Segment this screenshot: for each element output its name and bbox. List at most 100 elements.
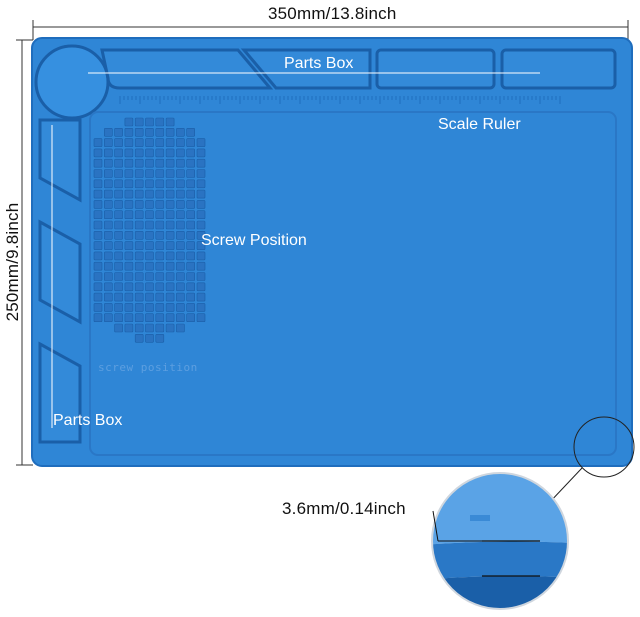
screw-grid-cell [134, 241, 144, 250]
screw-grid-cell [114, 128, 123, 137]
screw-grid-cell [104, 220, 113, 230]
screw-grid-cell [114, 158, 123, 168]
screw-grid-cell [196, 241, 206, 250]
screw-grid-cell [145, 138, 154, 147]
screw-grid-cell [155, 282, 165, 292]
screw-grid-cell [155, 210, 165, 219]
screw-grid-cell [196, 210, 206, 219]
scale-ruler [119, 96, 561, 104]
screw-grid-cell [165, 323, 175, 333]
screw-grid-cell [155, 220, 165, 230]
screw-grid-cell [134, 231, 144, 240]
screw-grid-cell [155, 158, 165, 168]
screw-grid-cell [165, 220, 175, 230]
screw-grid-cell [196, 251, 206, 261]
screw-grid-cell [93, 292, 103, 302]
round-bowl [34, 44, 110, 120]
screw-grid-cell [134, 251, 144, 261]
screw-grid-cell [186, 282, 195, 292]
screw-grid-cell [124, 313, 134, 323]
screw-grid-cell [104, 169, 113, 178]
screw-grid-cell [145, 200, 154, 209]
screw-grid-cell [114, 138, 123, 147]
screw-grid-cell [155, 292, 165, 302]
screw-grid-cell [93, 200, 103, 209]
screw-grid-cell [124, 251, 134, 261]
screw-grid-cell [114, 272, 123, 281]
screw-grid-cell [176, 148, 185, 158]
screw-grid-cell [134, 169, 144, 178]
screw-grid-cell [196, 303, 206, 312]
screw-grid-cell [155, 272, 165, 281]
screw-grid-cell [155, 313, 165, 323]
screw-grid-cell [186, 241, 195, 250]
screw-grid-cell [165, 251, 175, 261]
thickness-label: 3.6mm/0.14inch [282, 499, 406, 518]
screw-grid-cell [145, 158, 154, 168]
screw-grid-cell [196, 231, 206, 240]
screw-grid-cell [114, 313, 123, 323]
screw-grid-cell [186, 251, 195, 261]
engraved-screw-position-text: screw position [98, 361, 198, 374]
screw-grid-cell [176, 220, 185, 230]
screw-grid-cell [165, 210, 175, 219]
screw-grid-cell [114, 189, 123, 199]
screw-grid-cell [176, 231, 185, 240]
screw-grid-cell [176, 241, 185, 250]
screw-grid-cell [93, 138, 103, 147]
screw-grid-cell [186, 169, 195, 178]
screw-grid-cell [124, 179, 134, 189]
screw-grid-cell [186, 179, 195, 189]
screw-grid-cell [186, 231, 195, 240]
screw-grid-cell [155, 138, 165, 147]
screw-grid-cell [93, 251, 103, 261]
screw-grid-cell [93, 179, 103, 189]
screw-grid-cell [176, 138, 185, 147]
screw-grid-cell [134, 128, 144, 137]
screw-grid-cell [134, 261, 144, 271]
screw-grid-cell [134, 179, 144, 189]
screw-grid-cell [93, 241, 103, 250]
screw-grid-cell [155, 241, 165, 250]
screw-grid-cell [196, 292, 206, 302]
screw-grid-cell [165, 200, 175, 209]
screw-grid-cell [165, 138, 175, 147]
screw-grid-cell [134, 210, 144, 219]
screw-grid-cell [104, 158, 113, 168]
screw-grid-cell [145, 169, 154, 178]
screw-grid-cell [145, 333, 154, 343]
height-label: 250mm/9.8inch [3, 202, 22, 322]
screw-grid-cell [124, 128, 134, 137]
screw-grid-cell [124, 220, 134, 230]
screw-grid-cell [114, 210, 123, 219]
screw-grid-cell [176, 189, 185, 199]
screw-grid-cell [145, 128, 154, 137]
screw-grid-cell [134, 313, 144, 323]
width-dimension-line [32, 20, 629, 40]
screw-grid-cell [93, 148, 103, 158]
screw-grid-cell [186, 138, 195, 147]
screw-grid-cell [196, 220, 206, 230]
screw-grid-cell [176, 323, 185, 333]
screw-grid-cell [93, 210, 103, 219]
screw-grid-cell [196, 272, 206, 281]
screw-grid-cell [124, 272, 134, 281]
screw-grid-cell [165, 128, 175, 137]
screw-grid-cell [93, 303, 103, 312]
screw-grid-cell [104, 179, 113, 189]
screw-grid-cell [145, 313, 154, 323]
screw-grid-cell [176, 272, 185, 281]
screw-grid-cell [196, 148, 206, 158]
parts-box-top-label: Parts Box [284, 55, 354, 72]
screw-grid-cell [124, 158, 134, 168]
screw-grid-cell [93, 189, 103, 199]
screw-grid-cell [114, 251, 123, 261]
screw-grid-cell [145, 148, 154, 158]
screw-grid-cell [134, 333, 144, 343]
screw-grid-cell [134, 158, 144, 168]
screw-grid-cell [114, 303, 123, 312]
screw-grid-cell [134, 189, 144, 199]
scale-ruler-label: Scale Ruler [438, 116, 521, 133]
parts-box-left-label: Parts Box [53, 412, 123, 429]
screw-grid-cell [104, 251, 113, 261]
